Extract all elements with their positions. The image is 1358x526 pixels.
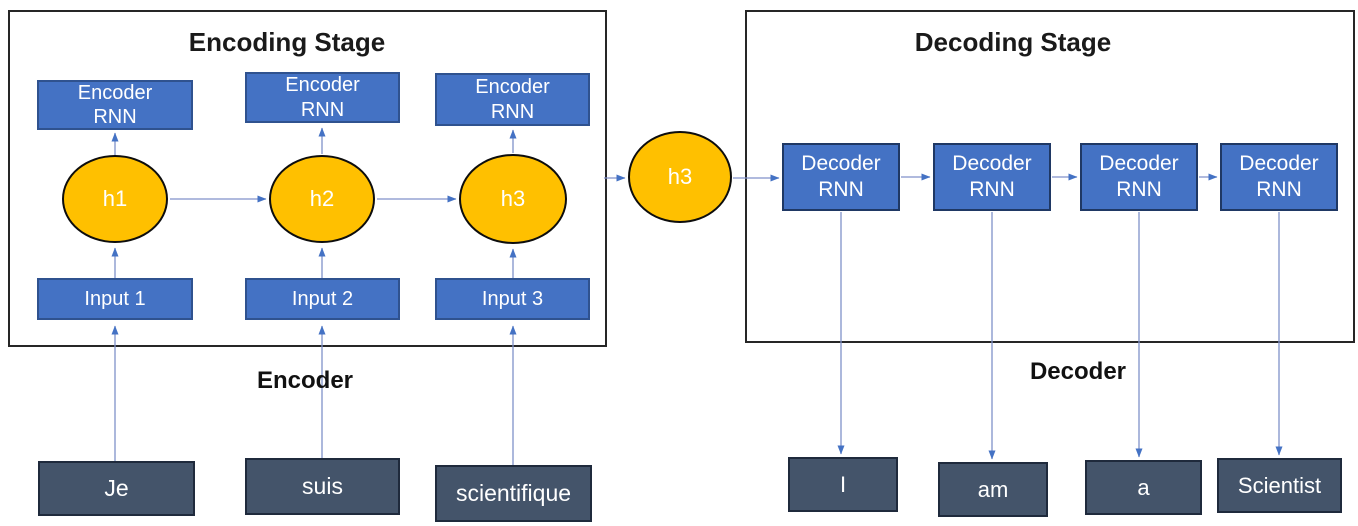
decoder-rnn-1-line1: Decoder bbox=[801, 152, 881, 176]
encoder-rnn-1-line1: Encoder bbox=[77, 81, 153, 104]
source-word-scientifique: scientifique bbox=[435, 465, 592, 522]
encoder-rnn-3-line2: RNN bbox=[490, 100, 535, 123]
encoder-rnn-3: Encoder RNN bbox=[435, 73, 590, 126]
input-1: Input 1 bbox=[37, 278, 193, 320]
input-2: Input 2 bbox=[245, 278, 400, 320]
decoder-rnn-3-line2: RNN bbox=[1116, 178, 1162, 201]
encoder-label: Encoder bbox=[256, 367, 354, 394]
decoder-label: Decoder bbox=[1029, 358, 1127, 385]
encoder-rnn-2: Encoder RNN bbox=[245, 72, 400, 123]
context-vector-h3: h3 bbox=[628, 131, 732, 223]
decoding-stage-title: Decoding Stage bbox=[914, 27, 1112, 57]
decoder-rnn-4: Decoder RNN bbox=[1220, 143, 1338, 211]
hidden-state-h1: h1 bbox=[62, 155, 168, 243]
input-3: Input 3 bbox=[435, 278, 590, 320]
hidden-state-h2: h2 bbox=[269, 155, 375, 243]
decoder-rnn-3: Decoder RNN bbox=[1080, 143, 1198, 211]
decoding-stage-box bbox=[745, 10, 1355, 343]
encoder-rnn-2-line2: RNN bbox=[300, 98, 345, 121]
decoder-rnn-1-line2: RNN bbox=[818, 178, 864, 201]
decoder-rnn-2: Decoder RNN bbox=[933, 143, 1051, 211]
target-word-scientist: Scientist bbox=[1217, 458, 1342, 513]
hidden-state-h3: h3 bbox=[459, 154, 567, 244]
decoder-rnn-3-line1: Decoder bbox=[1099, 152, 1179, 176]
decoder-rnn-1: Decoder RNN bbox=[782, 143, 900, 211]
decoder-rnn-2-line1: Decoder bbox=[952, 152, 1032, 176]
source-word-je: Je bbox=[38, 461, 195, 516]
encoding-stage-title: Encoding Stage bbox=[188, 27, 386, 57]
decoder-rnn-2-line2: RNN bbox=[969, 178, 1015, 201]
encoder-rnn-3-line1: Encoder bbox=[475, 76, 550, 99]
target-word-am: am bbox=[938, 462, 1048, 517]
decoder-rnn-4-line2: RNN bbox=[1256, 178, 1302, 201]
source-word-suis: suis bbox=[245, 458, 400, 515]
target-word-i: I bbox=[788, 457, 898, 512]
encoder-rnn-1-line2: RNN bbox=[93, 106, 137, 128]
decoder-rnn-4-line1: Decoder bbox=[1239, 152, 1319, 176]
target-word-a: a bbox=[1085, 460, 1202, 515]
encoder-rnn-1: Encoder RNN bbox=[37, 80, 193, 130]
encoder-rnn-2-line1: Encoder bbox=[285, 74, 360, 97]
